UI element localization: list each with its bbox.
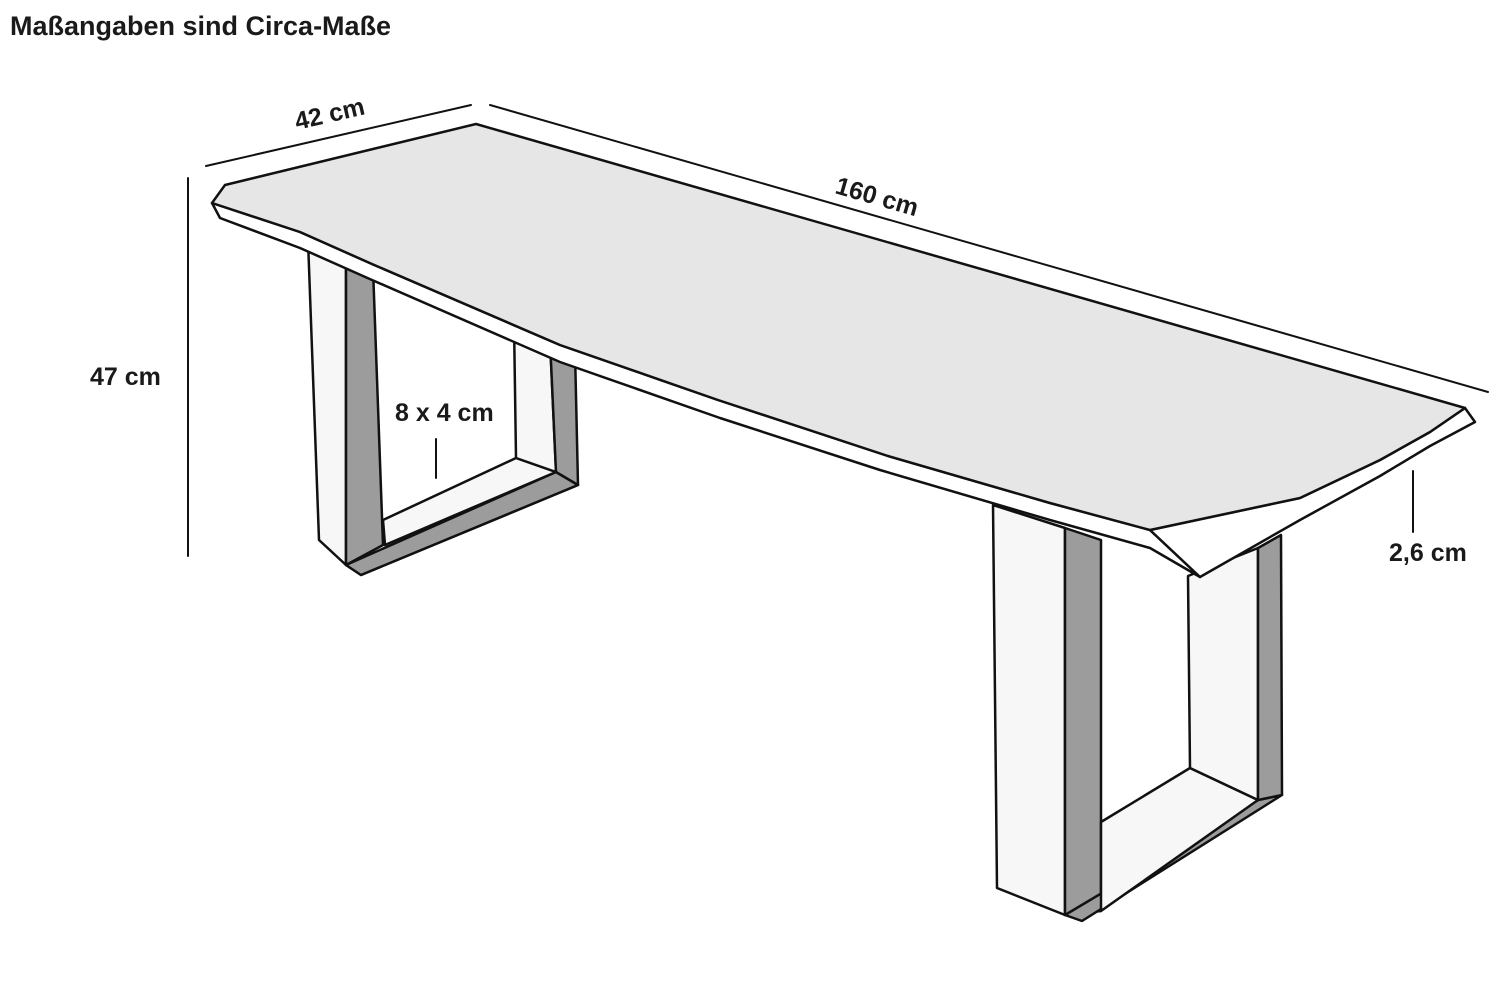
front-leg-left-post — [991, 503, 1067, 917]
back-leg — [306, 238, 580, 577]
leg-profile-label: 8 x 4 cm — [395, 399, 494, 427]
depth-label: 42 cm — [292, 93, 367, 136]
bench-top — [210, 122, 1477, 579]
front-leg — [991, 503, 1284, 923]
length-dimension-line — [489, 104, 1489, 393]
front-leg-right-post-side — [1256, 533, 1284, 802]
dimension-lines — [187, 104, 1489, 557]
length-label: 160 cm — [832, 172, 921, 222]
front-leg-right-post — [1186, 546, 1260, 802]
diagram-title: Maßangaben sind Circa-Maße — [10, 11, 391, 41]
top-thickness-label: 2,6 cm — [1389, 539, 1467, 567]
back-leg-inner-shadow-left — [344, 254, 385, 567]
bench-top-surface — [210, 122, 1467, 532]
back-leg-outer-post — [306, 238, 348, 567]
front-leg-left-post-side — [1063, 526, 1103, 917]
depth-dimension-line — [205, 104, 472, 167]
height-label: 47 cm — [90, 363, 161, 391]
